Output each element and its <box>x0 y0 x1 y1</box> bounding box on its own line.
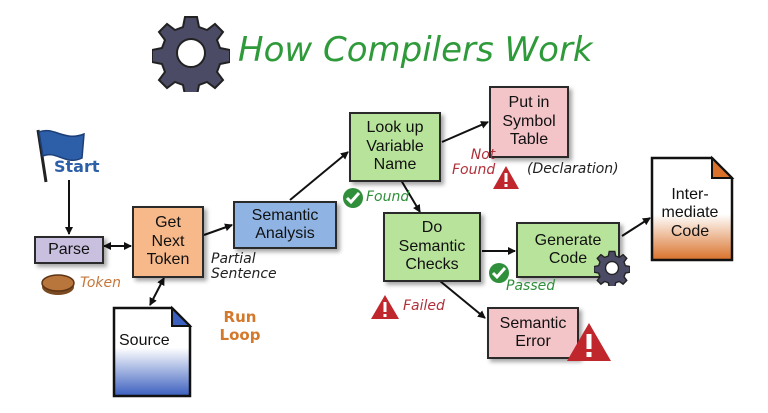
run-loop-line-1: Run <box>223 308 257 326</box>
page-title: How Compilers Work <box>238 30 593 70</box>
failed-label: Failed <box>403 298 445 314</box>
symbol-table-line-3: Table <box>509 131 549 149</box>
checks-line-3: Checks <box>405 256 459 274</box>
get-next-token-node: Get Next Token <box>132 206 204 278</box>
check-circle-icon <box>343 188 363 208</box>
warning-icon <box>493 166 519 189</box>
semantic-analysis-node: Semantic Analysis <box>233 201 337 249</box>
semantic-analysis-line-2: Analysis <box>255 225 315 242</box>
gear-icon <box>594 250 630 286</box>
parse-node: Parse <box>34 236 104 264</box>
generate-code-line-2: Code <box>548 250 588 267</box>
look-up-variable-node: Look up Variable Name <box>349 112 441 182</box>
intermediate-line-2: mediate <box>661 204 719 222</box>
warning-icon <box>371 295 399 319</box>
intermediate-line-1: Inter- <box>671 186 709 203</box>
not-found-line-2: Found <box>452 162 496 179</box>
arrow-lookup-symbol <box>441 121 489 143</box>
not-found-line-1: Not <box>470 147 496 163</box>
run-loop-label: Run Loop <box>216 308 264 344</box>
arrow-analysis-lookup <box>289 151 349 201</box>
source-label: Source <box>119 332 170 349</box>
check-circle-icon <box>489 263 509 283</box>
generate-code-node: Generate Code <box>516 222 620 278</box>
coin-icon <box>41 274 75 295</box>
intermediate-code-label: Inter- mediate Code <box>658 186 722 241</box>
look-up-line-2: Variable <box>366 137 424 155</box>
look-up-line-1: Look up <box>366 119 424 137</box>
put-in-symbol-table-node: Put in Symbol Table <box>489 86 569 158</box>
partial-sentence-label: Partial Sentence <box>211 251 277 283</box>
semantic-error-line-1: Semantic <box>499 314 567 332</box>
arrow-token-source <box>149 277 165 306</box>
get-next-token-line-2: Next <box>151 232 185 250</box>
start-label: Start <box>54 157 100 176</box>
run-loop-line-2: Loop <box>219 326 261 344</box>
arrow-generate-intermediate <box>621 217 651 237</box>
partial-sentence-line-1: Partial <box>211 251 256 267</box>
semantic-error-node: Semantic Error <box>487 307 579 359</box>
declaration-label: (Declaration) <box>527 161 619 177</box>
found-label: Found <box>366 189 410 205</box>
generate-code-line-1: Generate <box>534 231 602 249</box>
get-next-token-line-1: Get <box>155 214 181 232</box>
partial-sentence-line-2: Sentence <box>211 266 277 283</box>
checks-line-1: Do <box>421 219 443 237</box>
symbol-table-line-2: Symbol <box>502 112 556 130</box>
not-found-label: Not Found <box>452 147 496 179</box>
arrow-token-analysis <box>203 223 233 236</box>
look-up-line-3: Name <box>373 156 417 174</box>
get-next-token-line-3: Token <box>146 251 190 269</box>
flag-icon <box>36 129 85 183</box>
gear-icon <box>152 16 230 92</box>
warning-icon <box>567 323 611 361</box>
symbol-table-line-1: Put in <box>508 94 550 112</box>
arrow-checks-error <box>439 280 486 319</box>
do-semantic-checks-node: Do Semantic Checks <box>383 212 481 282</box>
intermediate-line-3: Code <box>670 222 710 240</box>
checks-line-2: Semantic <box>398 237 466 255</box>
token-label: Token <box>80 275 121 291</box>
parse-label: Parse <box>48 240 90 258</box>
source-document-icon <box>112 305 193 398</box>
semantic-error-line-2: Error <box>515 333 551 350</box>
semantic-analysis-line-1: Semantic <box>251 206 319 224</box>
intermediate-code-document-icon <box>650 155 735 262</box>
passed-label: Passed <box>506 278 556 294</box>
